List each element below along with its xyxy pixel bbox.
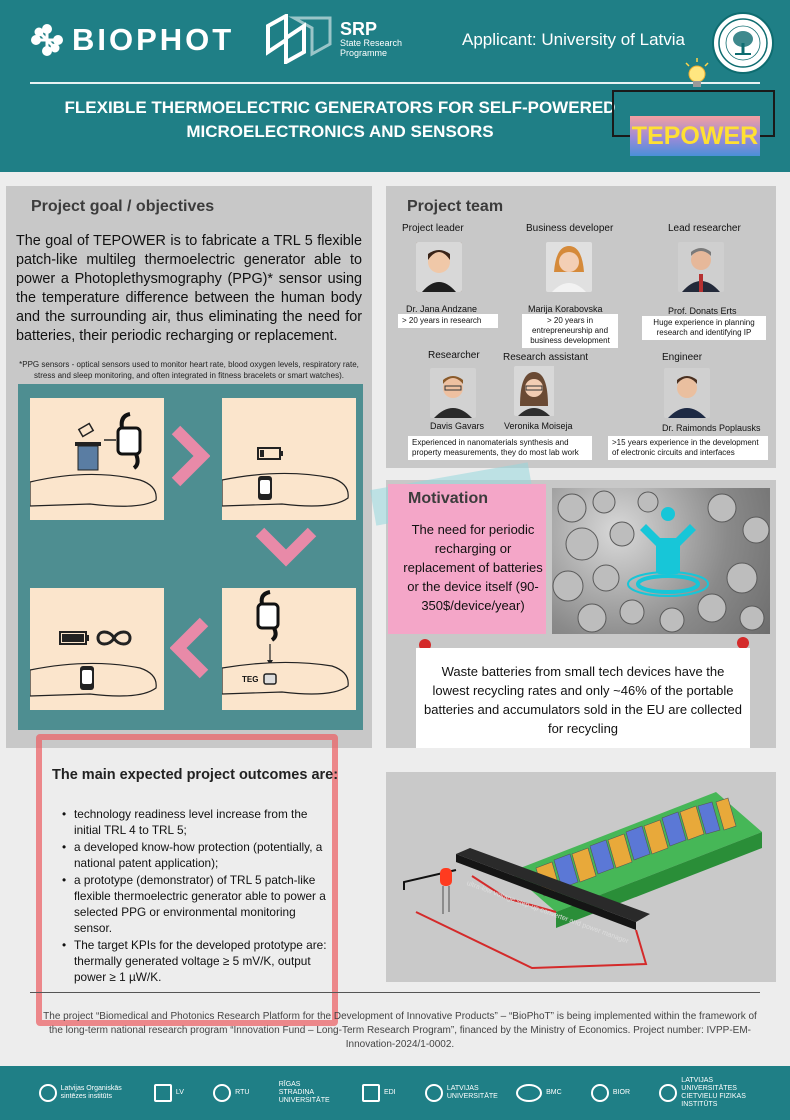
waste-batteries-note: Waste batteries from small tech devices …	[416, 648, 750, 748]
outcome-item: technology readiness level increase from…	[60, 806, 332, 838]
srp-logo-text: SRP State Research Programme	[340, 20, 402, 58]
infinity-icon	[96, 630, 132, 646]
university-seal-icon	[712, 12, 774, 74]
name-korabovska: Marija Korabovska	[528, 304, 603, 314]
info-andzane: > 20 years in research	[398, 314, 498, 328]
partner-logo: LATVIJAS UNIVERSITĀTES CIETVIELU FIZIKAS…	[659, 1077, 751, 1109]
partner-logo: Latvijas Organiskās sintēzes institūts	[38, 1084, 125, 1102]
biophot-logo: BIOPHOT	[30, 20, 234, 60]
arrow-left-icon	[170, 617, 209, 679]
name-moiseja: Veronika Moiseja	[504, 421, 573, 431]
teg-illustration: TEG	[18, 384, 363, 730]
portrait-andzane	[416, 242, 462, 292]
partner-logo: BMC	[516, 1084, 562, 1102]
role-research-assistant: Research assistant	[503, 352, 589, 363]
step-card-trash-battery	[29, 398, 164, 520]
outcomes-list: technology readiness level increase from…	[60, 806, 332, 986]
applicant-label: Applicant: University of Latvia	[462, 30, 685, 49]
name-poplausks: Dr. Raimonds Poplausks	[662, 423, 761, 433]
partner-logo: BIOR	[590, 1084, 630, 1102]
lightbulb-icon	[685, 58, 709, 87]
smartwatch-icon	[116, 412, 142, 470]
teg-label: TEG	[242, 675, 259, 684]
outcomes-title: The main expected project outcomes are:	[52, 767, 339, 783]
acronym-badge: TEPOWER	[630, 116, 760, 156]
teg-device-render: ultra-low voltage step-up converter and …	[386, 772, 776, 982]
motivation-note	[388, 484, 546, 634]
ppg-footnote: *PPG sensors - optical sensors used to m…	[19, 360, 359, 380]
batteries-photo	[552, 488, 770, 634]
outcome-item: The target KPIs for the developed protot…	[60, 937, 332, 985]
biophot-molecule-icon	[31, 24, 63, 56]
smartwatch-icon	[80, 666, 94, 690]
info-researchers-shared: Experienced in nanomaterials synthesis a…	[408, 436, 592, 460]
srp-n-icon	[266, 14, 332, 64]
motivation-text: The need for periodic recharging or repl…	[403, 522, 543, 613]
portrait-erts	[678, 242, 724, 292]
role-business-developer: Business developer	[526, 223, 614, 234]
portrait-poplausks	[664, 368, 710, 418]
partner-logo: RĪGAS STRADIŅA UNIVERSITĀTE	[278, 1081, 330, 1104]
name-gavars: Davis Gavars	[430, 421, 485, 431]
full-battery-icon	[59, 631, 89, 645]
smartwatch-icon	[258, 476, 272, 500]
battery-person-icon	[627, 507, 709, 597]
arrow-down-icon	[255, 527, 317, 567]
smartwatch-icon	[256, 590, 280, 642]
role-lead-researcher: Lead researcher	[668, 223, 741, 234]
role-engineer: Engineer	[662, 352, 703, 363]
partner-logo: LV	[153, 1084, 184, 1102]
name-erts: Prof. Donats Erts	[668, 306, 737, 316]
motivation-title: Motivation	[408, 490, 488, 507]
goal-title: Project goal / objectives	[31, 198, 215, 215]
trash-can-icon	[75, 442, 101, 471]
teg-patch-icon	[263, 673, 277, 685]
outcome-item: a developed know-how protection (potenti…	[60, 839, 332, 871]
funding-statement: The project “Biomedical and Photonics Re…	[43, 1011, 757, 1050]
partner-logo: RTU	[213, 1084, 249, 1102]
biophot-logo-text: BIOPHOT	[72, 22, 235, 57]
low-battery-icon	[257, 447, 283, 460]
outcomes-frame	[36, 734, 338, 1026]
team-title: Project team	[407, 198, 504, 215]
info-erts: Huge experience in planning research and…	[642, 316, 766, 340]
srp-sub-1: State Research	[340, 38, 403, 48]
outcome-item: a prototype (demonstrator) of TRL 5 patc…	[60, 872, 332, 936]
name-andzane: Dr. Jana Andzane	[406, 304, 478, 314]
arrow-right-icon	[171, 425, 210, 487]
step-card-infinite-battery	[29, 588, 164, 710]
srp-logo: SRP State Research Programme	[264, 14, 402, 64]
step-card-teg-patch: TEG	[221, 588, 356, 710]
goal-text: The goal of TEPOWER is to fabricate a TR…	[16, 233, 362, 344]
role-researcher: Researcher	[428, 350, 480, 361]
step-card-low-battery	[221, 398, 356, 520]
portrait-korabovska	[546, 242, 592, 292]
portrait-gavars	[430, 368, 476, 418]
led-icon	[440, 868, 452, 914]
partner-logo: EDI	[361, 1084, 396, 1102]
info-poplausks: >15 years experience in the development …	[608, 436, 768, 460]
header-divider	[30, 82, 760, 84]
srp-sub-2: Programme	[340, 48, 388, 58]
info-korabovska: > 20 years in entrepreneurship and busin…	[522, 314, 618, 348]
project-title: FLEXIBLE THERMOELECTRIC GENERATORS FOR S…	[64, 98, 616, 141]
portrait-moiseja	[514, 366, 560, 416]
role-project-leader: Project leader	[402, 223, 464, 234]
partner-logo: LATVIJAS UNIVERSITĀTE	[424, 1084, 498, 1102]
srp-acronym: SRP	[340, 19, 378, 39]
partner-logos-bar: Latvijas Organiskās sintēzes institūts L…	[0, 1066, 790, 1120]
footer-divider	[30, 992, 760, 993]
